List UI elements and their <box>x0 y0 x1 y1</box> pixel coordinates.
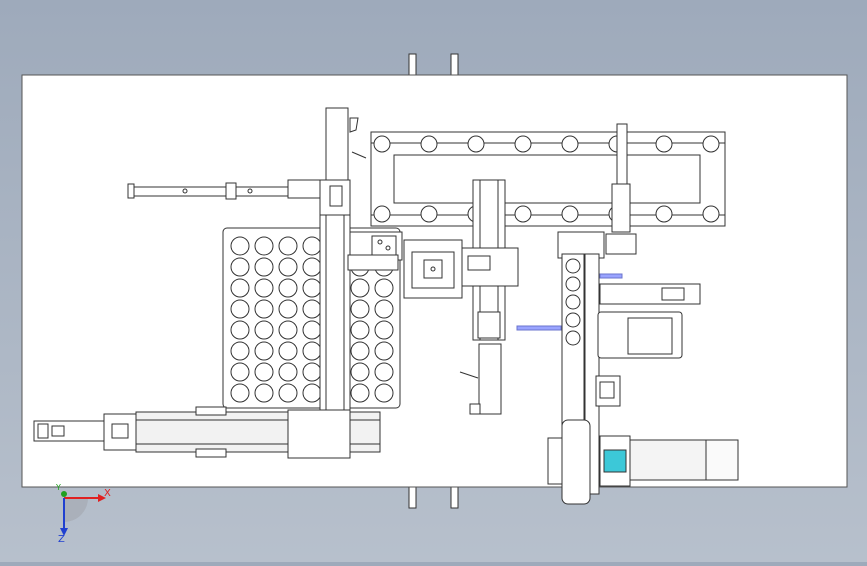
tray-pocket <box>254 320 274 340</box>
rotary-pocket <box>565 294 581 310</box>
tray-pocket <box>230 299 250 319</box>
tray-pocket <box>374 299 394 319</box>
tray-pocket <box>350 362 370 382</box>
tray-pocket <box>254 236 274 256</box>
tray-pocket <box>254 362 274 382</box>
drive-motor <box>599 435 739 487</box>
tray-pocket <box>302 341 322 361</box>
tray-pocket <box>278 383 298 403</box>
tray-pocket <box>230 341 250 361</box>
tray-pocket <box>374 362 394 382</box>
tray-pocket <box>350 341 370 361</box>
tray-pocket <box>278 362 298 382</box>
feeder-strips <box>516 273 623 331</box>
tray-pocket <box>278 278 298 298</box>
x-axis-label: X <box>104 488 111 499</box>
conveyor-roller <box>702 205 720 223</box>
tray-pocket <box>278 341 298 361</box>
tray-pocket <box>302 278 322 298</box>
tray-pocket <box>230 320 250 340</box>
bottom-linear-actuator <box>33 406 381 459</box>
y-axis-dot <box>61 491 67 497</box>
conveyor-roller <box>373 205 391 223</box>
tray-pocket <box>230 383 250 403</box>
tray-pocket <box>302 257 322 277</box>
tray-pocket <box>230 236 250 256</box>
tray-pocket <box>350 299 370 319</box>
conveyor-roller <box>514 135 532 153</box>
tray-pocket <box>302 299 322 319</box>
tray-pocket <box>278 320 298 340</box>
tray-pocket <box>302 383 322 403</box>
tray-pocket <box>374 278 394 298</box>
tray-pocket <box>254 341 274 361</box>
conveyor-roller <box>514 205 532 223</box>
tray-pocket <box>350 278 370 298</box>
tray-pocket <box>230 257 250 277</box>
tray-pocket <box>254 299 274 319</box>
center-vertical-slide <box>459 179 519 415</box>
tray-pocket <box>278 257 298 277</box>
z-arrow-icon <box>60 528 68 536</box>
rotary-pocket <box>565 258 581 274</box>
tray-pocket <box>374 383 394 403</box>
tray-pocket <box>302 320 322 340</box>
top-conveyor <box>370 131 726 227</box>
conveyor-roller <box>655 135 673 153</box>
conveyor-roller <box>420 135 438 153</box>
tray-pocket <box>254 383 274 403</box>
center-fixture <box>403 239 463 299</box>
rotary-pocket <box>565 276 581 292</box>
tray-pocket <box>374 320 394 340</box>
rotary-pocket <box>565 312 581 328</box>
tray-pocket <box>230 278 250 298</box>
small-bracket <box>595 375 621 407</box>
tray-pocket <box>302 236 322 256</box>
rotary-pocket <box>565 330 581 346</box>
tray-pocket <box>254 278 274 298</box>
left-pick-rail <box>127 179 321 200</box>
tray-pocket <box>254 257 274 277</box>
conveyor-roller <box>420 205 438 223</box>
tray-pocket <box>230 362 250 382</box>
tray-pocket <box>350 320 370 340</box>
rotary-assembly <box>547 231 605 505</box>
pin-cylinder <box>605 123 637 255</box>
tray-pocket <box>278 236 298 256</box>
conveyor-roller <box>561 135 579 153</box>
tray-pocket <box>302 362 322 382</box>
bottom-mount-tabs <box>408 485 459 509</box>
x-arrow-icon <box>98 494 106 502</box>
tray-pocket <box>350 383 370 403</box>
tray-pocket <box>278 299 298 319</box>
conveyor-roller <box>467 135 485 153</box>
side-cylinder <box>597 283 701 359</box>
y-axis-label: Y <box>55 484 61 492</box>
conveyor-roller <box>561 205 579 223</box>
z-axis-label: Z <box>58 534 65 545</box>
axis-triad: X Y Z <box>55 484 111 545</box>
gripper-head-left <box>347 231 403 271</box>
conveyor-roller <box>702 135 720 153</box>
conveyor-roller <box>373 135 391 153</box>
top-mount-tabs <box>408 53 459 77</box>
conveyor-roller <box>655 205 673 223</box>
tray-pocket <box>374 341 394 361</box>
part-tray <box>222 227 401 409</box>
